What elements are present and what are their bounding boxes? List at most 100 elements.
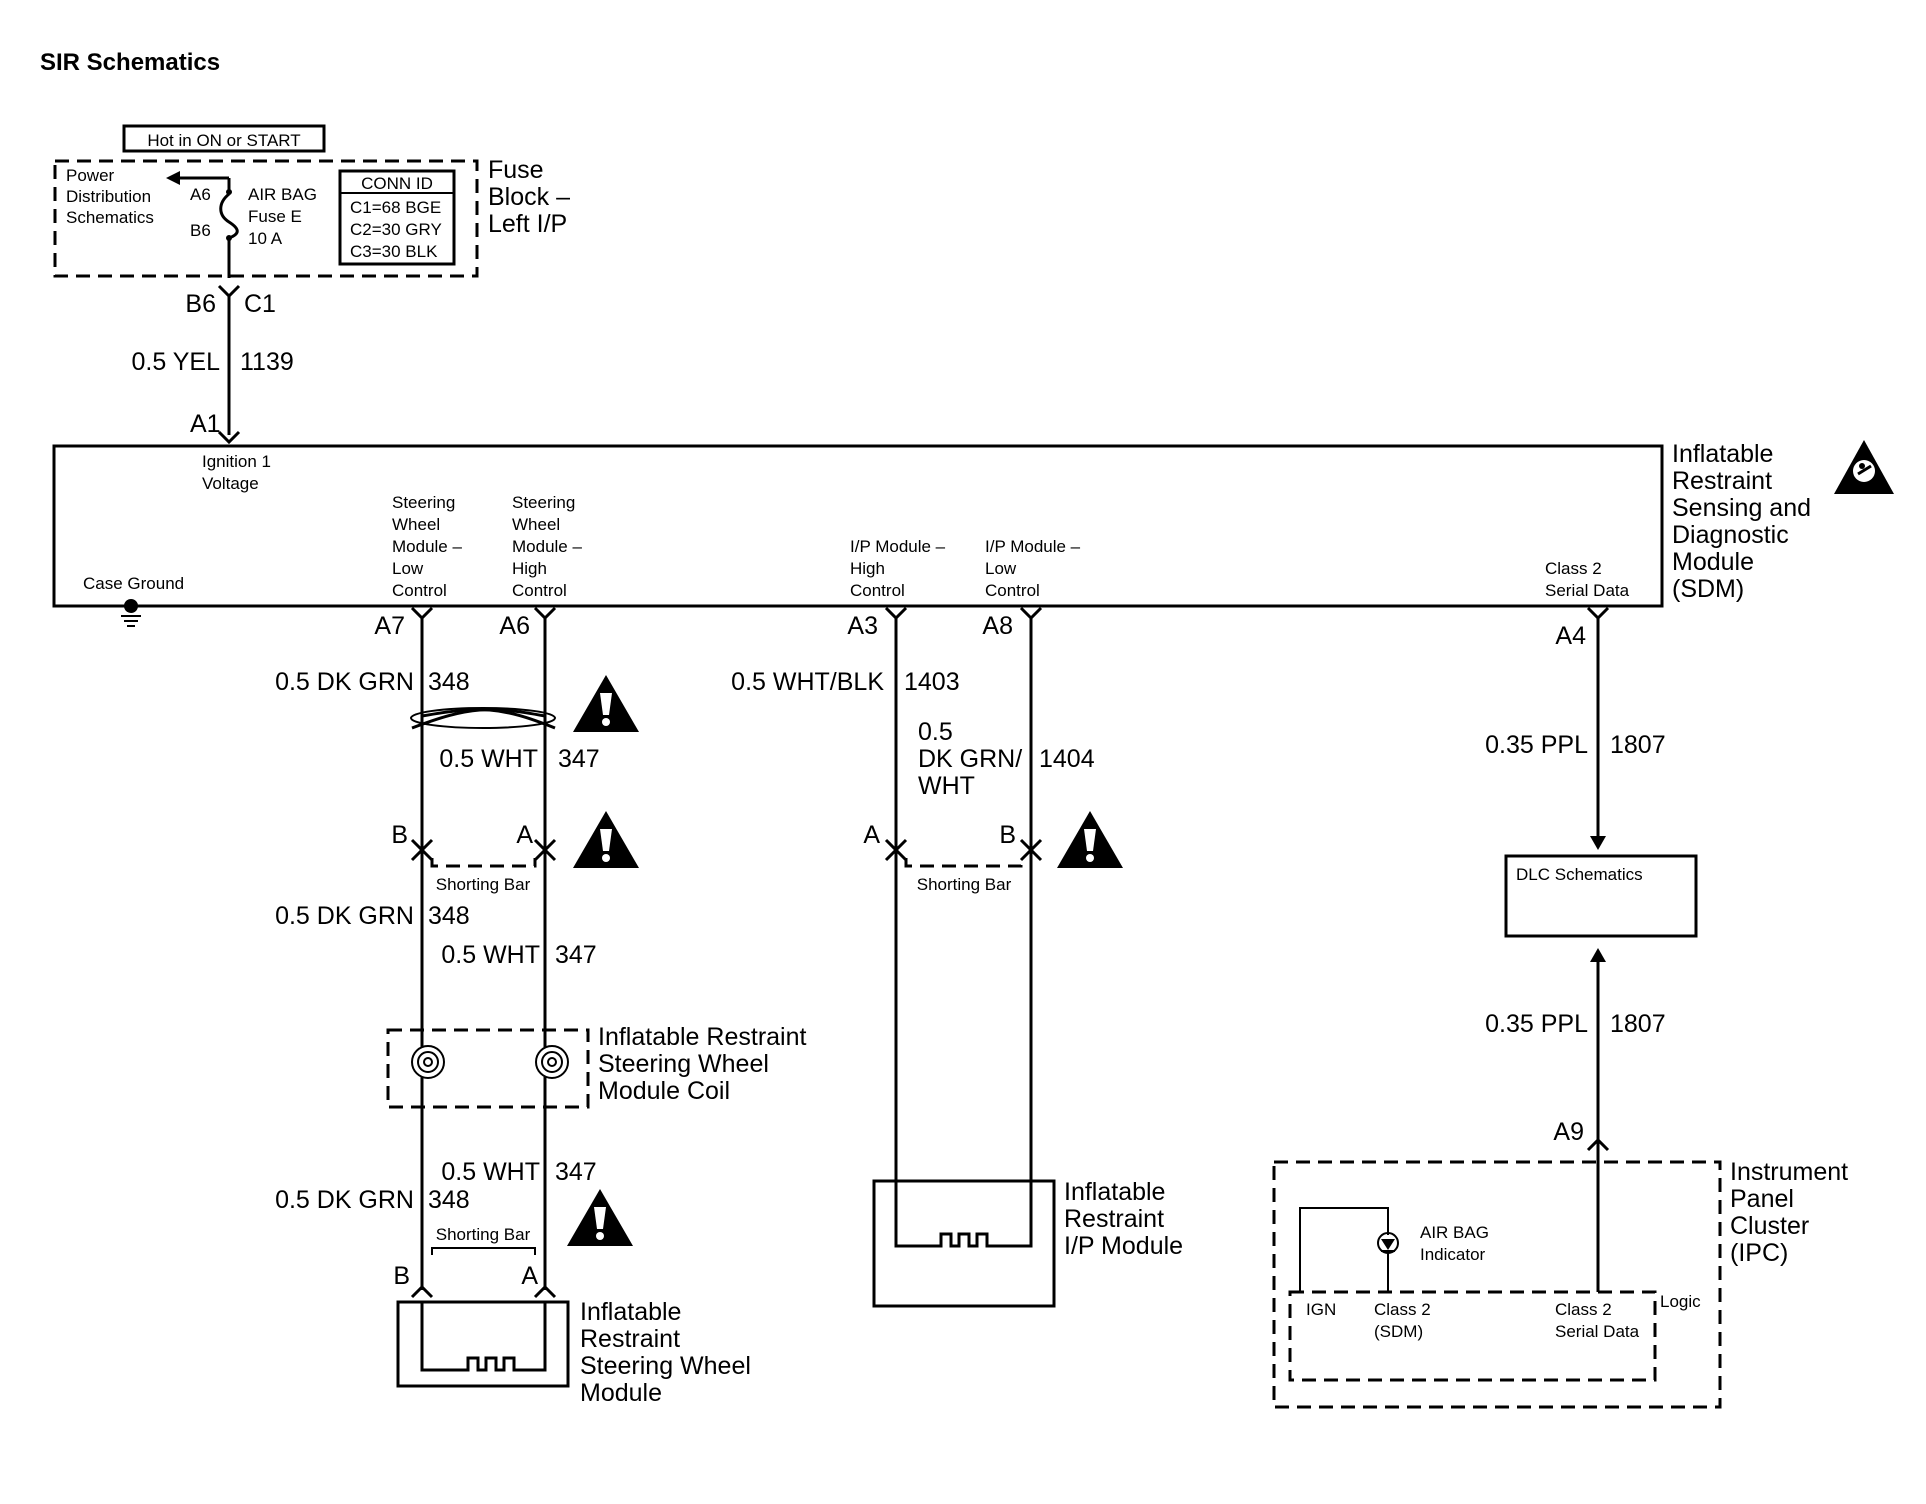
conn-id-c3: C3=30 BLK [350,242,438,261]
connector-a9 [1586,1137,1610,1152]
shorting-bar-label-1: Shorting Bar [436,875,531,894]
conn-c1-label: C1 [244,290,276,318]
ipc-ign-label: IGN [1306,1300,1336,1319]
sdm-iphigh-1: I/P Module – [850,537,946,556]
power-dist-2: Distribution [66,187,151,206]
ipc-label-4: (IPC) [1730,1239,1788,1267]
fuse-symbol [219,192,239,240]
shorting-bar-lower [431,1247,536,1255]
ip-module-squib [894,1181,1033,1248]
wire-1807-circuit-1: 1807 [1610,731,1666,759]
sdm-ign-2: Voltage [202,474,259,493]
sdm-iphigh-3: Control [850,581,905,600]
wire-1404-gauge-2: DK GRN/ [918,745,1022,773]
pin-a6: A6 [499,612,530,640]
indicator-led-icon [1381,1239,1395,1250]
coil-spiral-left-core [423,1057,433,1067]
coil-spiral-left [411,1045,445,1079]
sdm-iplow-1: I/P Module – [985,537,1081,556]
sdm-name-4: Diagnostic [1672,521,1789,549]
fuse-pin-b6: B6 [190,221,211,240]
ipc-label-3: Cluster [1730,1212,1809,1240]
warning-icon [573,811,639,868]
sw-module-box [396,1300,570,1388]
sdm-iplow-3: Control [985,581,1040,600]
wire-348-circuit-3: 348 [428,1186,470,1214]
pin-b-lower: B [393,1262,410,1290]
sdm-name-1: Inflatable [1672,440,1773,468]
conn-b6-label: B6 [185,290,216,318]
shorting-bar-label-2: Shorting Bar [436,1225,531,1244]
wire-347-circuit-3: 347 [555,1158,597,1186]
wire-1404-gauge-1: 0.5 [918,718,953,746]
conn-id-box [338,169,456,266]
connector-a4 [1586,606,1610,621]
arrowhead-to-dlc [1590,836,1606,850]
fuse-block-label-2: Block – [488,183,570,211]
ip-module-label-1: Inflatable [1064,1178,1165,1206]
sw-module-label-1: Inflatable [580,1298,681,1326]
fuse-name-2: Fuse E [248,207,302,226]
pin-a-lower: A [521,1262,538,1290]
sdm-iphigh-2: High [850,559,885,578]
sdm-box [52,444,1664,608]
ipc-class2serial-2: Serial Data [1555,1322,1640,1341]
sdm-swlow-3: Module – [392,537,462,556]
sw-module-label-3: Steering Wheel [580,1352,751,1380]
sdm-name-6: (SDM) [1672,575,1744,603]
warning-icon [573,675,639,732]
power-dist-1: Power [66,166,115,185]
indicator-label-1: AIR BAG [1420,1223,1489,1242]
indicator-label-2: Indicator [1420,1245,1486,1264]
ipc-class2serial-1: Class 2 [1555,1300,1612,1319]
pin-ip-a: A [863,821,880,849]
wire-347-circuit-2: 347 [555,941,597,969]
sdm-swlow-4: Low [392,559,424,578]
connector-ip-b-bot [1019,847,1043,862]
hot-in-on-box [122,124,326,153]
wire-348-gauge-1: 0.5 DK GRN [275,668,414,696]
wire-348-circuit-1: 348 [428,668,470,696]
sdm-swlow-2: Wheel [392,515,440,534]
wire-1807-gauge-1: 0.35 PPL [1485,731,1588,759]
coil-spiral-left-inner [417,1051,439,1073]
ipc-logic-outline [1288,1290,1657,1382]
pin-a7: A7 [374,612,405,640]
sw-module-label-2: Restraint [580,1325,680,1353]
connector-a6 [533,606,557,621]
wire-1807-circuit-2: 1807 [1610,1010,1666,1038]
ip-module-label-3: I/P Module [1064,1232,1183,1260]
dlc-label: DLC Schematics [1516,865,1643,884]
conn-id-title: CONN ID [361,174,433,193]
power-dist-arrowhead [166,171,180,185]
sw-module-squib [420,1302,547,1372]
wire-347-gauge-3: 0.5 WHT [441,1158,540,1186]
shorting-bar-ip [904,858,1023,868]
wire-1404-gauge-3: WHT [918,772,975,800]
wire-1807-gauge-2: 0.35 PPL [1485,1010,1588,1038]
connector-a8 [1019,606,1043,621]
arrowhead-from-dlc [1590,948,1606,962]
wire-347-gauge-2: 0.5 WHT [441,941,540,969]
sdm-swhigh-2: Wheel [512,515,560,534]
conn-id-c1: C1=68 BGE [350,198,441,217]
coil-outline [386,1028,590,1109]
fuse-block-label-3: Left I/P [488,210,567,238]
connector-a3 [884,606,908,621]
shorting-bar-upper [430,858,537,868]
connector-a-lower [533,1284,557,1299]
ipc-label-1: Instrument [1730,1158,1848,1186]
ip-module-box [872,1179,1056,1308]
pin-b-upper: B [391,821,408,849]
sdm-swlow-1: Steering [392,493,455,512]
pin-ip-b: B [999,821,1016,849]
pin-a3: A3 [847,612,878,640]
hot-label: Hot in ON or START [147,131,300,150]
sdm-swhigh-4: High [512,559,547,578]
connector-ip-a-bot [884,847,908,862]
ipc-logic-label: Logic [1660,1292,1701,1311]
sdm-iplow-2: Low [985,559,1017,578]
wire-1403-circuit: 1403 [904,668,960,696]
connector-b-lower [410,1284,434,1299]
warning-icon [1057,811,1123,868]
